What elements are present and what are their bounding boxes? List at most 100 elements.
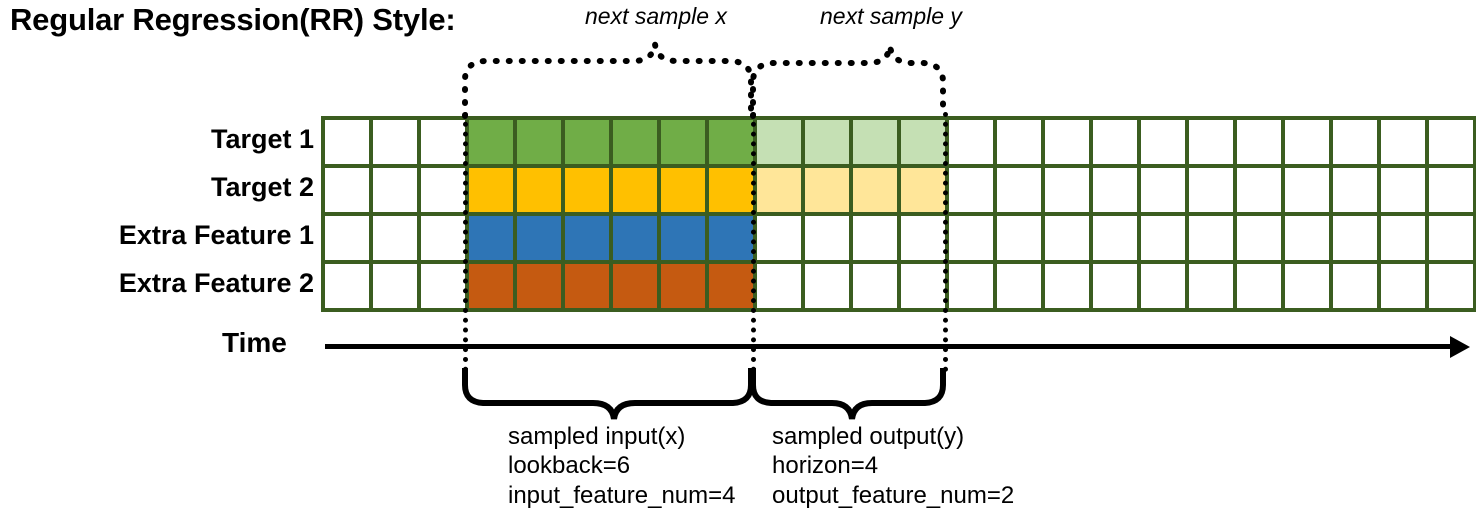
grid-cell-r3-c7	[613, 216, 657, 260]
grid-cell-r4-c6	[565, 264, 609, 308]
grid-cell-r3-c15	[997, 216, 1041, 260]
grid-cell-r1-c2	[373, 120, 417, 164]
grid-cell-r3-c1	[325, 216, 369, 260]
grid-cell-r4-c24	[1429, 264, 1473, 308]
grid-cell-r2-c13	[901, 168, 945, 212]
grid-cell-r3-c20	[1237, 216, 1281, 260]
grid-cell-r1-c16	[1045, 120, 1089, 164]
grid-cell-r3-c12	[853, 216, 897, 260]
grid-cell-r4-c11	[805, 264, 849, 308]
grid-cell-r1-c1	[325, 120, 369, 164]
row-label-extra-feature-1: Extra Feature 1	[118, 220, 314, 250]
sampled-output-line2: horizon=4	[772, 452, 879, 480]
grid-cell-r1-c6	[565, 120, 609, 164]
grid-cell-r4-c17	[1093, 264, 1137, 308]
grid-cell-r2-c4	[469, 168, 513, 212]
grid-cell-r1-c21	[1285, 120, 1329, 164]
grid-cell-r3-c23	[1381, 216, 1425, 260]
grid-cell-r1-c11	[805, 120, 849, 164]
grid-cell-r2-c11	[805, 168, 849, 212]
grid-cell-r1-c14	[949, 120, 993, 164]
grid-cell-r3-c13	[901, 216, 945, 260]
guide-line-output-end	[943, 112, 948, 372]
grid-cell-r3-c21	[1285, 216, 1329, 260]
grid-cell-r4-c8	[661, 264, 705, 308]
grid-cell-r2-c14	[949, 168, 993, 212]
next-sample-x-brace	[462, 43, 754, 119]
grid-cell-r2-c18	[1141, 168, 1185, 212]
grid-cell-r3-c2	[373, 216, 417, 260]
next-sample-y-label: next sample y	[820, 3, 962, 29]
grid-cell-r2-c21	[1285, 168, 1329, 212]
grid-cell-r4-c10	[757, 264, 801, 308]
grid-cell-r2-c19	[1189, 168, 1233, 212]
time-axis-line	[325, 344, 1455, 349]
grid-cell-r1-c13	[901, 120, 945, 164]
sampled-output-line1: sampled output(y)	[772, 423, 965, 450]
sampled-input-brace	[462, 368, 754, 420]
grid-cell-r1-c4	[469, 120, 513, 164]
grid-cell-r4-c23	[1381, 264, 1425, 308]
guide-line-input-start	[463, 112, 468, 372]
grid-cell-r4-c12	[853, 264, 897, 308]
grid-cell-r4-c5	[517, 264, 561, 308]
grid-cell-r2-c22	[1333, 168, 1377, 212]
grid-cell-r1-c20	[1237, 120, 1281, 164]
grid-cell-r1-c19	[1189, 120, 1233, 164]
grid-cell-r2-c12	[853, 168, 897, 212]
sampled-input-caption: sampled input(x) lookback=6 input_featur…	[508, 422, 736, 510]
grid-cell-r3-c9	[709, 216, 753, 260]
sampled-output-line3: output_feature_num=2	[772, 481, 1015, 509]
grid-row-4	[325, 264, 1473, 308]
grid-cell-r4-c22	[1333, 264, 1377, 308]
grid-cell-r2-c20	[1237, 168, 1281, 212]
grid-row-3	[325, 216, 1473, 260]
grid-cell-r2-c8	[661, 168, 705, 212]
grid-cell-r1-c15	[997, 120, 1041, 164]
sampled-output-caption: sampled output(y) horizon=4 output_featu…	[772, 422, 1014, 510]
grid-cell-r1-c18	[1141, 120, 1185, 164]
next-sample-x-label: next sample x	[585, 3, 727, 29]
grid-cell-r3-c11	[805, 216, 849, 260]
grid-cell-r4-c21	[1285, 264, 1329, 308]
grid-cell-r4-c9	[709, 264, 753, 308]
row-label-target-2: Target 2	[210, 172, 314, 202]
grid-cell-r2-c2	[373, 168, 417, 212]
grid-row-2	[325, 168, 1473, 212]
grid-cell-r1-c22	[1333, 120, 1377, 164]
grid-cell-r4-c3	[421, 264, 465, 308]
time-axis-arrow-icon	[1450, 336, 1470, 358]
grid-cell-r1-c12	[853, 120, 897, 164]
grid-cell-r1-c10	[757, 120, 801, 164]
next-sample-y-brace	[750, 45, 946, 119]
grid-cell-r2-c3	[421, 168, 465, 212]
grid-cell-r1-c23	[1381, 120, 1425, 164]
grid-cell-r3-c18	[1141, 216, 1185, 260]
grid-cell-r2-c6	[565, 168, 609, 212]
grid-cell-r1-c9	[709, 120, 753, 164]
grid-row-1	[325, 120, 1473, 164]
grid-cell-r4-c7	[613, 264, 657, 308]
timeseries-grid	[321, 116, 1476, 312]
grid-cell-r4-c18	[1141, 264, 1185, 308]
grid-cell-r1-c3	[421, 120, 465, 164]
grid-cell-r4-c14	[949, 264, 993, 308]
grid-cell-r3-c6	[565, 216, 609, 260]
grid-cell-r4-c13	[901, 264, 945, 308]
grid-cell-r3-c19	[1189, 216, 1233, 260]
grid-cell-r2-c9	[709, 168, 753, 212]
grid-cell-r4-c15	[997, 264, 1041, 308]
grid-cell-r3-c14	[949, 216, 993, 260]
grid-cell-r1-c24	[1429, 120, 1473, 164]
grid-cell-r3-c3	[421, 216, 465, 260]
grid-cell-r2-c15	[997, 168, 1041, 212]
sampled-input-line2: lookback=6	[508, 452, 631, 480]
grid-cell-r3-c10	[757, 216, 801, 260]
grid-cell-r4-c2	[373, 264, 417, 308]
grid-cell-r2-c1	[325, 168, 369, 212]
sampled-output-brace	[750, 368, 946, 420]
grid-cell-r3-c16	[1045, 216, 1089, 260]
grid-cell-r2-c5	[517, 168, 561, 212]
grid-cell-r2-c17	[1093, 168, 1137, 212]
